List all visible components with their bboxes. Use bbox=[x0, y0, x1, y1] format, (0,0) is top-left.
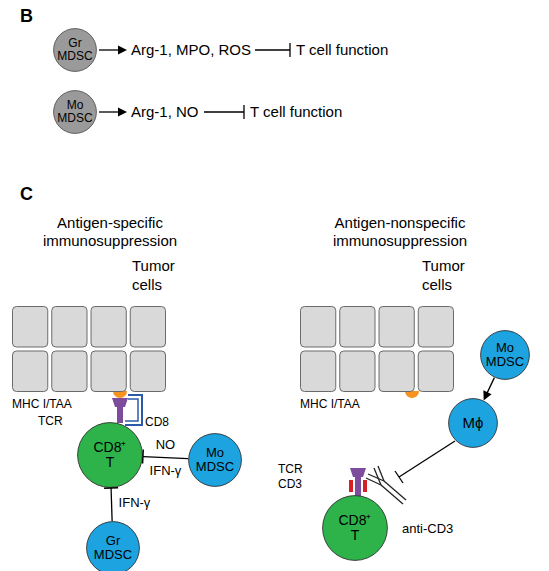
cluster-heading: Tumor cells bbox=[422, 256, 474, 294]
inhibition-line bbox=[395, 441, 455, 483]
circle-content: Mϕ bbox=[448, 398, 498, 448]
tumor-cell bbox=[379, 351, 414, 392]
mhc-antigen bbox=[405, 391, 419, 398]
tumor-cell bbox=[91, 351, 126, 392]
tumor-cell bbox=[340, 351, 375, 392]
mediator-list: Arg-1, MPO, ROS bbox=[131, 41, 251, 59]
circle-content: Mo MDSC bbox=[480, 330, 530, 380]
circle-content: Mo MDSC bbox=[53, 90, 97, 134]
connector-line bbox=[111, 488, 112, 521]
molecule-label: MHC I/TAA bbox=[12, 397, 72, 411]
circle-content: Gr MDSC bbox=[53, 28, 97, 72]
cd3-symbol bbox=[363, 480, 367, 492]
cell-name: Mϕ bbox=[453, 415, 493, 432]
circle-content: Gr MDSC bbox=[86, 521, 140, 571]
connector-line bbox=[487, 378, 494, 394]
circle-fill bbox=[78, 423, 143, 488]
cell-circle: Mϕ bbox=[448, 398, 498, 448]
tumor-cell bbox=[418, 307, 453, 348]
tcr-stem bbox=[117, 407, 123, 423]
cell-circle: CD8⁺ T bbox=[322, 495, 388, 561]
tumor-cell bbox=[13, 351, 48, 392]
antibody-label: anti-CD3 bbox=[402, 521, 453, 537]
molecule-label: CD8 bbox=[145, 415, 169, 429]
tcr-stem bbox=[355, 477, 361, 496]
tumor-cell bbox=[130, 307, 165, 348]
circle-fill bbox=[54, 91, 97, 134]
circle-fill bbox=[87, 522, 140, 571]
panel-letter: C bbox=[20, 184, 33, 206]
target-text: T cell function bbox=[296, 41, 388, 59]
molecule-label: TCR bbox=[278, 462, 303, 476]
cell-name: Mo MDSC bbox=[484, 341, 526, 370]
panel-title: Antigen-nonspecific immunosuppression bbox=[315, 214, 485, 250]
tumor-cell bbox=[301, 351, 336, 392]
circle-content: CD8⁺ T bbox=[77, 422, 143, 488]
molecule-label: CD3 bbox=[278, 477, 302, 491]
cell-name: Gr MDSC bbox=[56, 37, 94, 63]
connector bbox=[143, 450, 188, 464]
tumor-cell bbox=[379, 307, 414, 348]
activation-arrow bbox=[99, 46, 127, 117]
cell-circle: Gr MDSC bbox=[53, 28, 97, 72]
cell-circle: Gr MDSC bbox=[86, 521, 140, 571]
circle-fill bbox=[449, 399, 498, 448]
connector-line bbox=[143, 457, 188, 459]
cell-name: Mo MDSC bbox=[56, 99, 94, 125]
tumor-cell bbox=[52, 307, 87, 348]
edge-label: NO IFN-γ bbox=[145, 432, 185, 484]
molecule-label: MHC I/TAA bbox=[300, 397, 360, 411]
tumor-cell bbox=[340, 307, 375, 348]
panel-letter: B bbox=[20, 6, 33, 28]
tumor-cell bbox=[13, 307, 48, 348]
cell-circle: Mo MDSC bbox=[188, 433, 242, 487]
cd8-coreceptor bbox=[125, 399, 138, 421]
cell-grid bbox=[300, 306, 454, 392]
tumor-cell bbox=[301, 307, 336, 348]
panel-title: Antigen-specific immunosuppression bbox=[30, 214, 190, 250]
circle-content: Mo MDSC bbox=[188, 433, 242, 487]
tumor-cell bbox=[418, 351, 453, 392]
tumor-cell-cluster: Tumor cells bbox=[300, 306, 454, 392]
cell-name: CD8⁺ T bbox=[335, 513, 375, 544]
cell-circle: CD8⁺ T bbox=[77, 422, 143, 488]
connector bbox=[104, 488, 118, 521]
connector bbox=[483, 378, 494, 401]
tumor-cell bbox=[52, 351, 87, 392]
circle-content: CD8⁺ T bbox=[322, 495, 388, 561]
cell-name: CD8⁺ T bbox=[90, 440, 130, 471]
cell-grid bbox=[12, 306, 166, 392]
circle-fill bbox=[323, 496, 388, 561]
circle-fill bbox=[481, 331, 530, 380]
circle-fill bbox=[54, 29, 97, 72]
molecule-label: TCR bbox=[38, 414, 63, 428]
tcr-symbol bbox=[350, 468, 366, 477]
tcr-symbol bbox=[112, 398, 128, 407]
target-text: T cell function bbox=[250, 103, 342, 121]
cell-circle: Mo MDSC bbox=[480, 330, 530, 380]
cell-name: Gr MDSC bbox=[92, 534, 134, 563]
cell-circle: Mo MDSC bbox=[53, 90, 97, 134]
cell-name: Mo MDSC bbox=[194, 446, 236, 475]
cd8-coreceptor bbox=[125, 395, 142, 425]
antibody-symbol bbox=[366, 466, 406, 504]
tumor-cell bbox=[130, 351, 165, 392]
mediator-list: Arg-1, NO bbox=[131, 103, 199, 121]
tumor-cell bbox=[91, 307, 126, 348]
cluster-heading: Tumor cells bbox=[132, 256, 184, 294]
tumor-cell-cluster: Tumor cells bbox=[12, 306, 166, 392]
mhc-antigen bbox=[113, 391, 127, 398]
edge-label: IFN-γ bbox=[119, 495, 151, 511]
circle-fill bbox=[189, 434, 242, 487]
cd3-symbol bbox=[349, 480, 353, 492]
arrow-head bbox=[483, 390, 491, 400]
